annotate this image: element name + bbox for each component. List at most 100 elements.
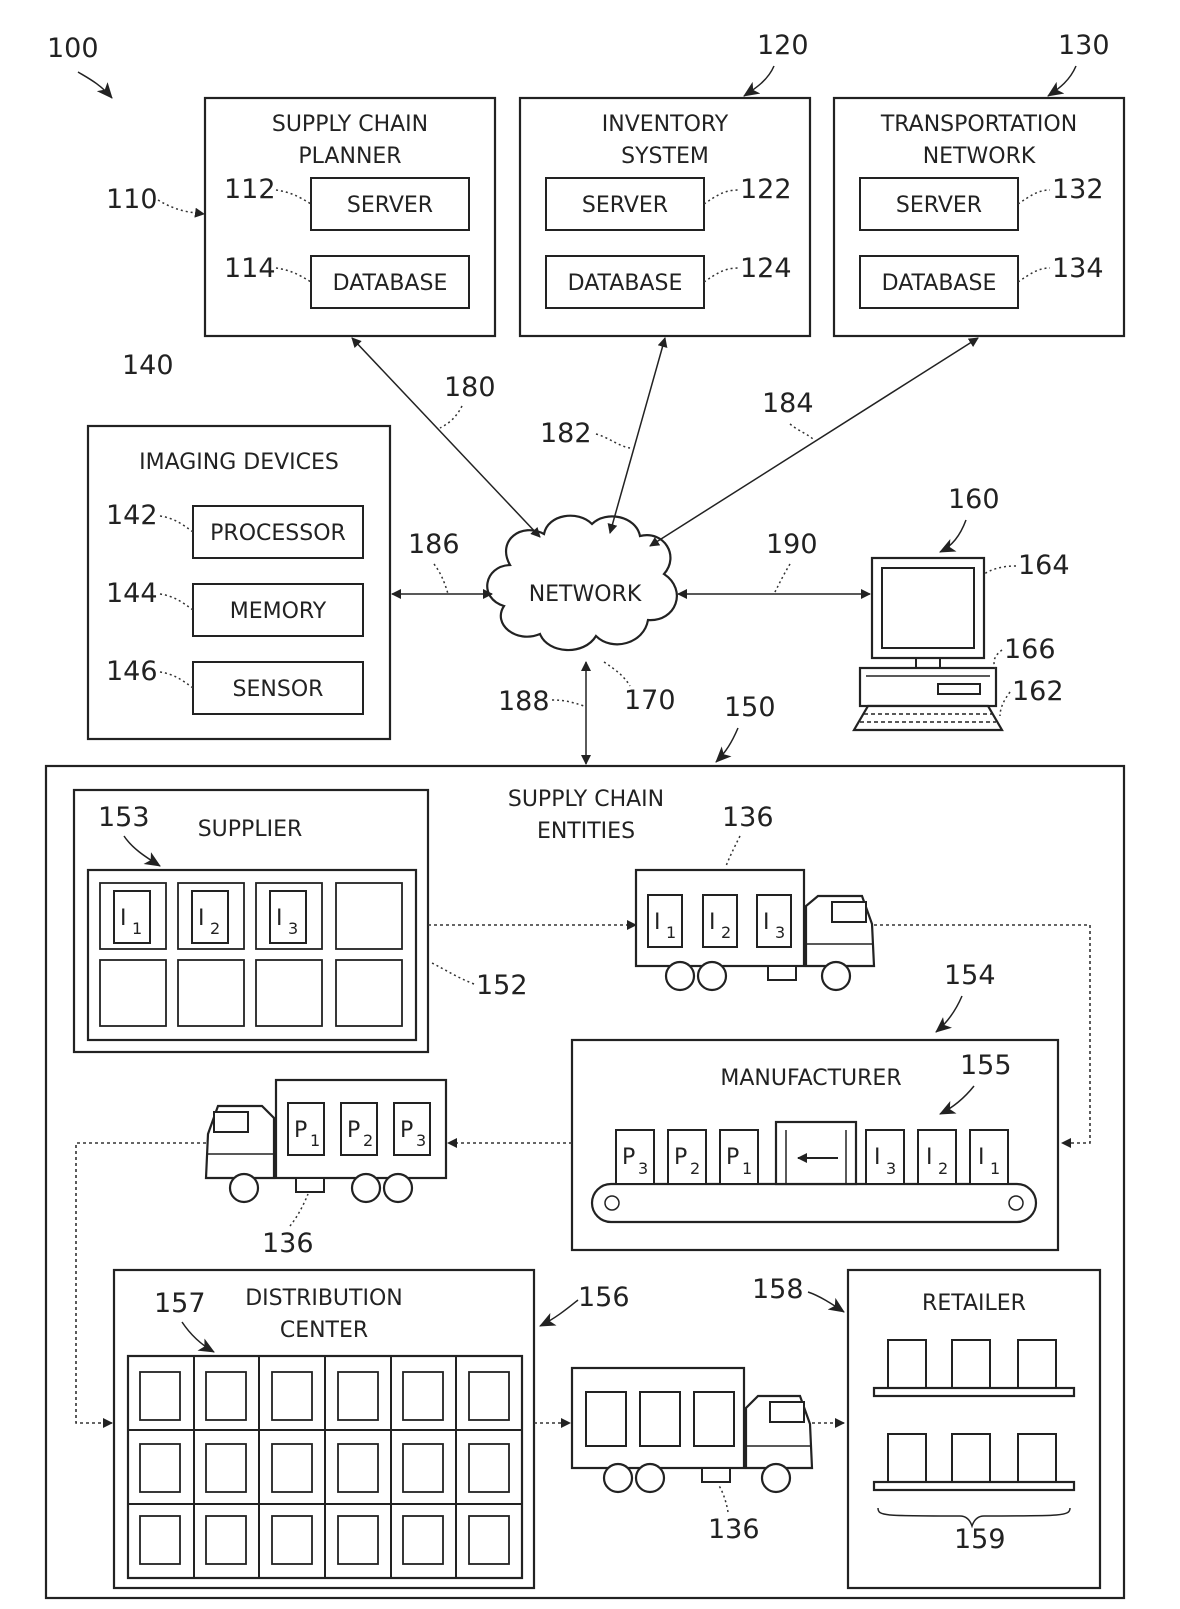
svg-text:3: 3	[416, 1131, 426, 1150]
ref-190: 190	[766, 529, 818, 560]
ref-186: 186	[408, 529, 460, 560]
truck-top-item-i3: I 3	[757, 895, 791, 947]
ref-112: 112	[224, 174, 276, 205]
svg-text:I: I	[763, 910, 770, 935]
ref-154: 154	[944, 960, 996, 991]
keyboard	[854, 706, 1002, 730]
manufacturer-item-p1: P 1	[720, 1130, 758, 1184]
inventory-title-line1: INVENTORY	[602, 112, 729, 137]
dc-storage-grid	[128, 1356, 522, 1578]
ref-155: 155	[960, 1050, 1012, 1081]
ref-136-top: 136	[722, 802, 774, 833]
svg-text:1: 1	[742, 1159, 752, 1178]
svg-text:I: I	[120, 906, 127, 931]
ref-188: 188	[498, 686, 550, 717]
svg-text:2: 2	[363, 1131, 373, 1150]
sensor-label: SENSOR	[233, 677, 324, 702]
svg-text:3: 3	[638, 1159, 648, 1178]
svg-text:I: I	[874, 1145, 881, 1170]
ref-164: 164	[1018, 550, 1070, 581]
ref-166: 166	[1004, 634, 1056, 665]
ref-132: 132	[1052, 174, 1104, 205]
truck-top-item-i2: I 2	[703, 895, 737, 947]
svg-text:1: 1	[310, 1131, 320, 1150]
truck-top-item-i1: I 1	[648, 895, 682, 947]
planner-title-line1: SUPPLY CHAIN	[272, 112, 428, 137]
supplier-title: SUPPLIER	[198, 817, 303, 842]
truck-middle-item-p1: P 1	[288, 1103, 324, 1155]
ref-184: 184	[762, 388, 814, 419]
ref-110: 110	[106, 184, 158, 215]
memory-label: MEMORY	[230, 599, 327, 624]
svg-text:1: 1	[132, 919, 142, 938]
svg-text:P: P	[400, 1118, 413, 1143]
imaging-title: IMAGING DEVICES	[139, 450, 339, 475]
transport-title-line1: TRANSPORTATION	[880, 112, 1077, 137]
ref-182: 182	[540, 418, 592, 449]
svg-text:I: I	[978, 1145, 985, 1170]
ref-152: 152	[476, 970, 528, 1001]
svg-text:I: I	[654, 910, 661, 935]
transportation-network: TRANSPORTATION NETWORK SERVER DATABASE 1…	[834, 30, 1124, 336]
ref-124: 124	[740, 253, 792, 284]
truck-bottom-item-3	[694, 1392, 734, 1446]
manufacturer-item-i1: I 1	[970, 1130, 1008, 1184]
svg-text:P: P	[726, 1145, 739, 1170]
manufacturer-item-p2: P 2	[668, 1130, 706, 1184]
planner-title-line2: PLANNER	[298, 144, 401, 169]
ref-146: 146	[106, 656, 158, 687]
transport-server-label: SERVER	[896, 193, 982, 218]
distribution-title-line2: CENTER	[280, 1318, 368, 1343]
ref-100: 100	[47, 33, 99, 64]
supplier-item-i1: I 1	[114, 891, 150, 943]
ref-160: 160	[948, 484, 1000, 515]
ref-130: 130	[1058, 30, 1110, 61]
manufacturer-item-i2: I 2	[918, 1130, 956, 1184]
ref-136-middle: 136	[262, 1228, 314, 1259]
planner-server-label: SERVER	[347, 193, 433, 218]
svg-text:3: 3	[288, 919, 298, 938]
supplier-item-i2: I 2	[192, 891, 228, 943]
svg-text:P: P	[294, 1118, 307, 1143]
manufacturer-item-p3: P 3	[616, 1130, 654, 1184]
supply-chain-planner: SUPPLY CHAIN PLANNER SERVER DATABASE 110…	[106, 98, 495, 336]
ref-136-bottom: 136	[708, 1514, 760, 1545]
ref-144: 144	[106, 578, 158, 609]
inventory-system: INVENTORY SYSTEM SERVER DATABASE 120 122…	[520, 30, 810, 336]
ref-180: 180	[444, 372, 496, 403]
ref-158: 158	[752, 1274, 804, 1305]
svg-text:P: P	[347, 1118, 360, 1143]
system-ref: 100	[47, 33, 112, 98]
ref-120: 120	[757, 30, 809, 61]
truck-middle-item-p2: P 2	[341, 1103, 377, 1155]
transport-database-label: DATABASE	[882, 271, 997, 296]
ref-153: 153	[98, 802, 150, 833]
distribution-title-line1: DISTRIBUTION	[245, 1286, 403, 1311]
svg-text:I: I	[709, 910, 716, 935]
ref-159: 159	[954, 1524, 1006, 1555]
ref-114: 114	[224, 253, 276, 284]
imaging-devices: 140 IMAGING DEVICES PROCESSOR MEMORY SEN…	[88, 350, 390, 739]
ref-162: 162	[1012, 676, 1064, 707]
ref-157: 157	[154, 1288, 206, 1319]
svg-text:I: I	[926, 1145, 933, 1170]
svg-text:2: 2	[210, 919, 220, 938]
retailer-title: RETAILER	[922, 1291, 1026, 1316]
svg-text:P: P	[674, 1145, 687, 1170]
ref-156: 156	[578, 1282, 630, 1313]
ref-150: 150	[724, 692, 776, 723]
svg-text:3: 3	[775, 923, 785, 942]
ref-142: 142	[106, 500, 158, 531]
svg-text:I: I	[198, 906, 205, 931]
entities-title-line2: ENTITIES	[537, 819, 635, 844]
svg-text:2: 2	[690, 1159, 700, 1178]
manufacturer-title: MANUFACTURER	[720, 1066, 901, 1091]
processor-label: PROCESSOR	[210, 521, 346, 546]
svg-text:1: 1	[666, 923, 676, 942]
ref-122: 122	[740, 174, 792, 205]
svg-text:1: 1	[990, 1159, 1000, 1178]
truck-bottom-item-2	[640, 1392, 680, 1446]
truck-middle-item-p3: P 3	[394, 1103, 430, 1155]
ref-140: 140	[122, 350, 174, 381]
